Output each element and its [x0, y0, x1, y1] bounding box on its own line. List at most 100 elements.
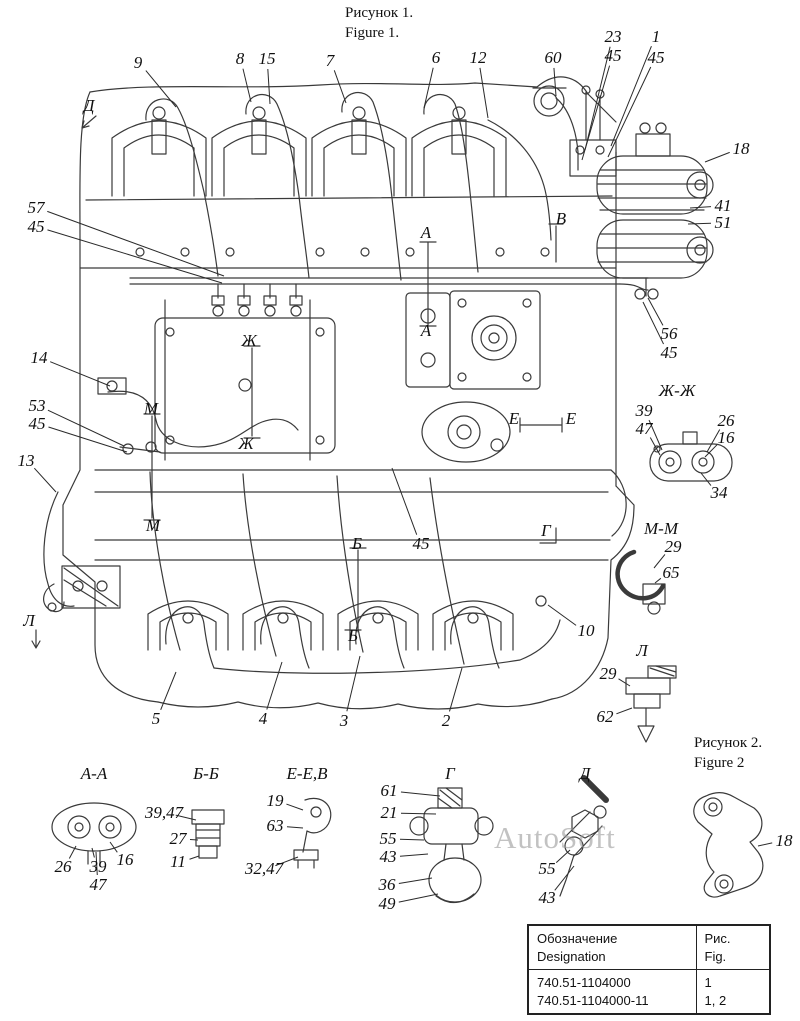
designation-value: 740.51-1104000 — [537, 975, 631, 991]
callout-Д: Д — [83, 96, 95, 115]
designation-value: 740.51-1104000-11 — [537, 992, 649, 1008]
callout-18: 18 — [732, 139, 750, 158]
callout-М-М: М-М — [644, 519, 678, 538]
callout-Г: Г — [541, 521, 551, 540]
section-view-l — [625, 665, 677, 743]
figure1-title: Рисунок 1. Figure 1. — [345, 4, 413, 43]
watermark: AutoSoft — [494, 820, 616, 855]
callout-5: 5 — [151, 709, 161, 728]
callout-Д: Д — [579, 764, 591, 783]
figure1-title-en: Figure 1. — [345, 24, 400, 41]
callout-45: 45 — [412, 534, 430, 553]
callout-60: 60 — [544, 48, 562, 67]
view-direction-arrow — [31, 115, 97, 649]
callout-55: 55 — [379, 829, 397, 848]
callout-8: 8 — [235, 49, 245, 68]
callout-А: А — [420, 321, 432, 340]
callout-Г: Г — [445, 764, 455, 783]
callout-39: 39 — [635, 401, 653, 420]
callout-61: 61 — [380, 781, 398, 800]
callout-26: 26 — [54, 857, 72, 876]
callout-6: 6 — [431, 48, 441, 67]
figure2-title-ru: Рисунок 2. — [694, 735, 763, 751]
callout-Ж-Ж: Ж-Ж — [658, 381, 696, 400]
table-header-designation: Обозначение Designation — [527, 924, 697, 971]
table-header-fig: Рис. Fig. — [695, 924, 771, 971]
callout-19: 19 — [266, 791, 284, 810]
designation-table: Обозначение Designation Рис. Fig. 740.51… — [527, 924, 771, 1016]
callout-Л: Л — [23, 611, 35, 630]
table-cell-designations: 740.51-1104000 740.51-1104000-11 — [527, 969, 697, 1015]
callout-41: 41 — [714, 196, 732, 215]
callout-21: 21 — [380, 803, 398, 822]
callout-Л: Л — [636, 641, 648, 660]
callout-Е-Е,В: Е-Е,В — [286, 764, 328, 783]
engine-diagram — [43, 76, 714, 710]
callout-53: 53 — [28, 396, 46, 415]
callout-26: 26 — [717, 411, 735, 430]
callout-45: 45 — [647, 48, 665, 67]
callout-Е: Е — [565, 409, 577, 428]
callout-49: 49 — [378, 894, 396, 913]
figure2-bracket — [693, 792, 764, 898]
section-view-m-m — [615, 549, 666, 615]
callout-12: 12 — [469, 48, 487, 67]
section-view-e-e — [293, 797, 332, 869]
callout-29: 29 — [664, 537, 682, 556]
callout-51: 51 — [714, 213, 732, 232]
callout-10: 10 — [577, 621, 595, 640]
fig-value: 1, 2 — [704, 992, 727, 1008]
callout-14: 14 — [30, 348, 48, 367]
table-body-row: 740.51-1104000 740.51-1104000-11 1 1, 2 — [527, 969, 771, 1015]
callout-А-А: А-А — [80, 764, 108, 783]
header-fig-en: Fig. — [704, 948, 727, 964]
callout-А: А — [420, 223, 432, 242]
callout-34: 34 — [710, 483, 728, 502]
header-fig-ru: Рис. — [704, 931, 731, 946]
section-view-g — [409, 787, 494, 904]
callout-11: 11 — [170, 852, 186, 871]
callout-Ж: Ж — [238, 434, 254, 453]
callout-36: 36 — [378, 875, 396, 894]
header-designation-en: Designation — [537, 948, 606, 964]
callout-29: 29 — [599, 664, 617, 683]
callout-9: 9 — [133, 53, 143, 72]
callout-65: 65 — [662, 563, 680, 582]
callout-13: 13 — [17, 451, 35, 470]
callout-56: 56 — [660, 324, 678, 343]
callout-23: 23 — [604, 27, 622, 46]
callout-62: 62 — [596, 707, 614, 726]
callout-47: 47 — [89, 875, 107, 894]
callout-М: М — [145, 516, 161, 535]
callout-Ж: Ж — [241, 331, 257, 350]
callout-Б: Б — [347, 626, 359, 645]
section-view-b-b — [191, 809, 225, 859]
figure1-title-ru: Рисунок 1. — [345, 5, 414, 21]
callout-47: 47 — [635, 419, 653, 438]
callout-1: 1 — [651, 27, 661, 46]
callout-57: 57 — [27, 198, 45, 217]
callout-15: 15 — [258, 49, 276, 68]
callout-Е: Е — [508, 409, 520, 428]
callout-39: 39 — [89, 857, 107, 876]
callout-45: 45 — [28, 414, 46, 433]
callout-45: 45 — [27, 217, 45, 236]
header-designation-ru: Обозначение — [537, 931, 618, 946]
callout-55: 55 — [538, 859, 556, 878]
callout-2: 2 — [441, 711, 451, 730]
callout-18: 18 — [775, 831, 793, 850]
callout-Б: Б — [351, 534, 363, 553]
table-cell-figs: 1 1, 2 — [695, 969, 771, 1015]
callout-В: В — [555, 209, 567, 228]
figure2-title-en: Figure 2 — [694, 754, 745, 771]
callout-45: 45 — [604, 46, 622, 65]
callout-4: 4 — [258, 709, 268, 728]
figure2-title: Рисунок 2. Figure 2 — [694, 734, 762, 773]
callout-43: 43 — [379, 847, 397, 866]
fig-value: 1 — [704, 975, 712, 991]
callout-Б-Б: Б-Б — [193, 764, 219, 783]
callout-63: 63 — [266, 816, 284, 835]
callout-39,47: 39,47 — [144, 803, 184, 822]
callout-16: 16 — [116, 850, 134, 869]
